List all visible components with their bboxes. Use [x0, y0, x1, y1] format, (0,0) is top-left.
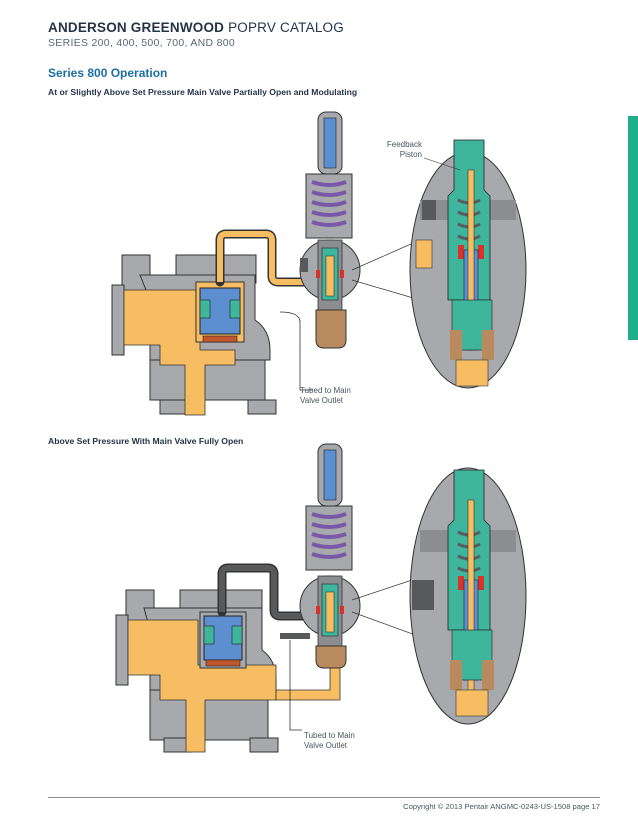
tubed-callout-line: [289, 640, 302, 731]
figure-1-valve-illustration: [111, 111, 527, 416]
pilot-valve: [299, 111, 361, 349]
pilot-base: [315, 309, 347, 349]
brand-name: ANDERSON GREENWOOD: [48, 20, 225, 35]
tubed-label-line-2: Valve Outlet: [304, 741, 347, 750]
process-fluid: [123, 289, 236, 416]
feedback-label: Feedback: [386, 140, 422, 149]
tubed-label-line-1: Tubed to Main: [304, 731, 355, 740]
feedback-piston-callout: Feedback Piston: [386, 140, 422, 160]
pilot-valve: [299, 443, 361, 669]
tubed-label-line-1: Tubed to Main: [300, 386, 351, 395]
figure-2-valve-illustration: [115, 443, 527, 753]
main-piston: [195, 281, 245, 343]
pilot-detail-inset: [409, 467, 527, 725]
tubed-callout-line: [279, 311, 312, 391]
figure-2-caption: Above Set Pressure With Main Valve Fully…: [48, 436, 244, 446]
pilot-detail-inset: [409, 139, 527, 389]
main-piston: [199, 611, 247, 669]
figure-1-caption: At or Slightly Above Set Pressure Main V…: [48, 87, 358, 97]
pilot-spring: [311, 180, 347, 227]
pilot-spring: [311, 512, 347, 559]
catalog-header-title: ANDERSON GREENWOOD POPRV CATALOG: [48, 20, 344, 35]
pilot-base: [315, 645, 347, 669]
footer-divider: [48, 797, 600, 798]
tubed-label-line-2: Valve Outlet: [300, 396, 343, 405]
footer-text: Copyright © 2013 Pentair ANGMC-0243-US-1…: [403, 802, 600, 811]
section-title: Series 800 Operation: [48, 66, 168, 80]
tubed-callout-1: Tubed to Main Valve Outlet: [300, 386, 351, 406]
series-subtitle: SERIES 200, 400, 500, 700, AND 800: [48, 37, 236, 49]
piston-label: Piston: [399, 150, 422, 159]
tubed-callout-2: Tubed to Main Valve Outlet: [304, 731, 355, 751]
section-tab: [628, 116, 638, 340]
catalog-name: POPRV CATALOG: [228, 20, 344, 35]
